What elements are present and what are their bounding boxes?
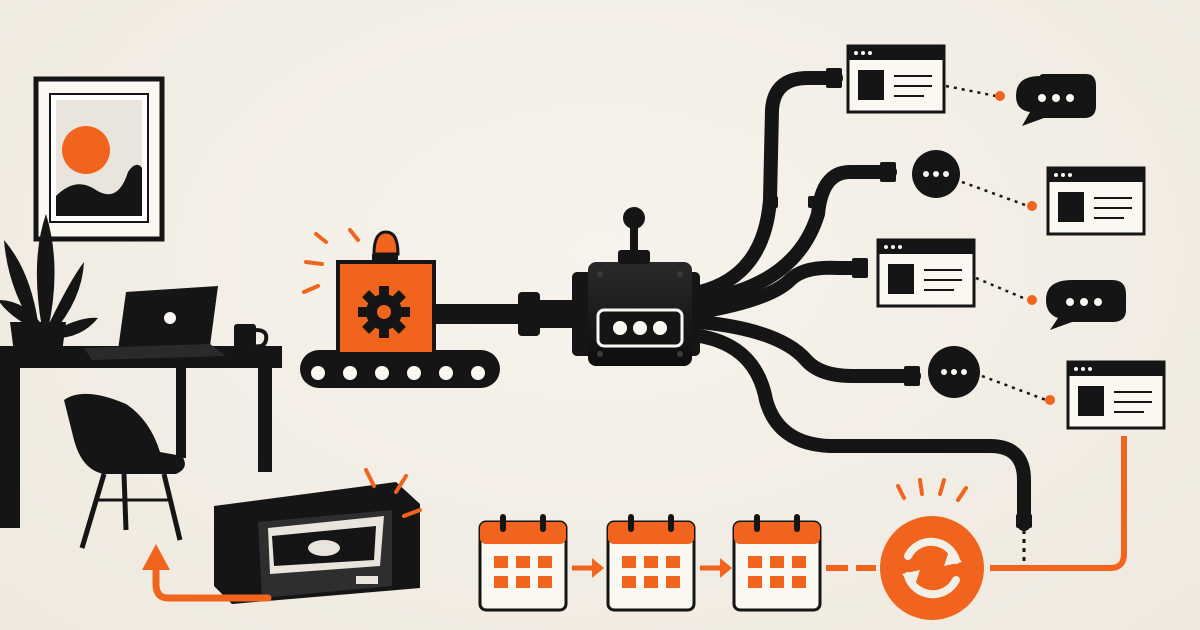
connector-dots: [995, 91, 1055, 405]
dotted-connectors: [945, 84, 1047, 402]
chair-icon: [64, 393, 185, 549]
house-plant-icon: [0, 214, 98, 368]
coffee-mug-icon: [234, 324, 269, 349]
browser-window-icon: [1046, 166, 1146, 236]
gear-box-icon: [336, 260, 436, 356]
conveyor-belt-icon: [300, 350, 500, 388]
desk-icon: [0, 346, 282, 528]
output-pipes: [693, 71, 1031, 531]
chat-bubble-icon: [912, 150, 960, 198]
joystick-icon: [618, 207, 650, 264]
cycle-connector: [826, 436, 1127, 571]
cash-drawer-icon: [214, 468, 422, 604]
chat-bubble-icon: [1016, 74, 1096, 126]
refresh-cycle-icon: [880, 478, 984, 620]
laptop-icon: [84, 286, 226, 360]
alarm-light-icon: [302, 228, 400, 294]
calendar-icon: [606, 514, 696, 612]
calendar-icon: [732, 514, 822, 612]
arrow-right-icon: [572, 558, 604, 578]
return-arrow: [142, 544, 272, 602]
calendar-icon: [478, 514, 568, 612]
browser-window-icon: [1066, 360, 1166, 430]
pipe-couplings: [764, 68, 1032, 528]
framed-picture-icon: [33, 76, 165, 242]
arrow-right-icon: [700, 558, 732, 578]
chat-bubble-icon: [928, 346, 980, 398]
pipe-to-controller: [432, 292, 578, 336]
browser-window-icon: [876, 238, 976, 308]
chat-bubble-icon: [1046, 280, 1126, 330]
browser-window-icon: [846, 44, 946, 114]
control-box-icon: [572, 262, 700, 366]
